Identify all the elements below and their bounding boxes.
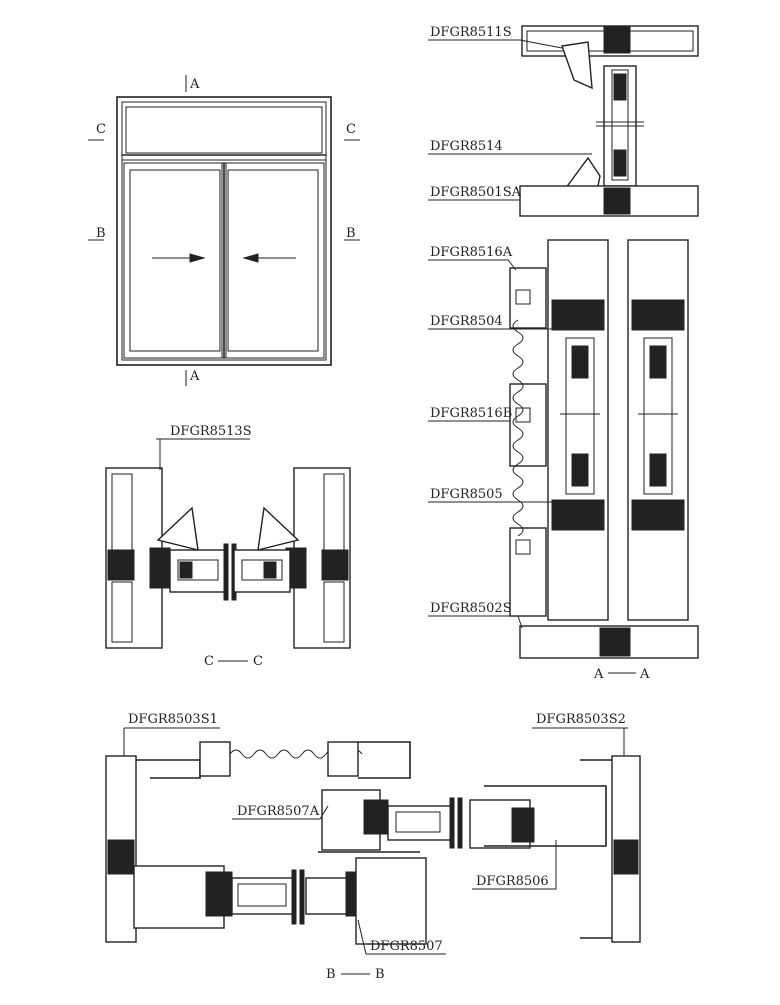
label-dfgr8504: DFGR8504 xyxy=(430,314,503,329)
label-dfgr8511s: DFGR8511S xyxy=(430,25,512,40)
elevation-marker-c-left: C xyxy=(96,122,106,137)
section-cc-caption-right: C xyxy=(253,654,263,669)
elevation-marker-b-right: B xyxy=(346,226,356,241)
section-cc-drawing xyxy=(105,467,351,649)
section-aa-drawing xyxy=(509,25,699,659)
label-dfgr8514: DFGR8514 xyxy=(430,139,503,154)
label-dfgr8502s: DFGR8502S xyxy=(430,601,512,616)
section-aa-caption-right: A xyxy=(639,667,650,682)
label-dfgr8516a: DFGR8516A xyxy=(430,245,513,260)
section-bb-caption-left: B xyxy=(326,967,336,982)
section-bb-drawing xyxy=(105,741,641,945)
elevation-marker-a-bottom: A xyxy=(189,369,200,384)
section-aa-caption-left: A xyxy=(593,667,604,682)
elevation-marker-a-top: A xyxy=(189,77,200,92)
label-dfgr8503s2: DFGR8503S2 xyxy=(536,712,626,727)
label-dfgr8501sa: DFGR8501SA xyxy=(430,185,522,200)
label-dfgr8506: DFGR8506 xyxy=(476,874,549,889)
label-dfgr8507a: DFGR8507A xyxy=(237,804,320,819)
section-bb-caption-right: B xyxy=(375,967,385,982)
elevation-marker-b-left: B xyxy=(96,226,106,241)
label-dfgr8513s: DFGR8513S xyxy=(170,424,252,439)
label-dfgr8516b: DFGR8516B xyxy=(430,406,512,421)
section-aa-labels: DFGR8511S DFGR8514 DFGR8501SA DFGR8516A … xyxy=(428,25,650,682)
label-dfgr8507: DFGR8507 xyxy=(370,939,443,954)
label-dfgr8503s1: DFGR8503S1 xyxy=(128,712,218,727)
section-cc-caption-left: C xyxy=(204,654,214,669)
label-dfgr8505: DFGR8505 xyxy=(430,487,503,502)
elevation-marker-c-right: C xyxy=(346,122,356,137)
window-elevation xyxy=(116,96,332,366)
